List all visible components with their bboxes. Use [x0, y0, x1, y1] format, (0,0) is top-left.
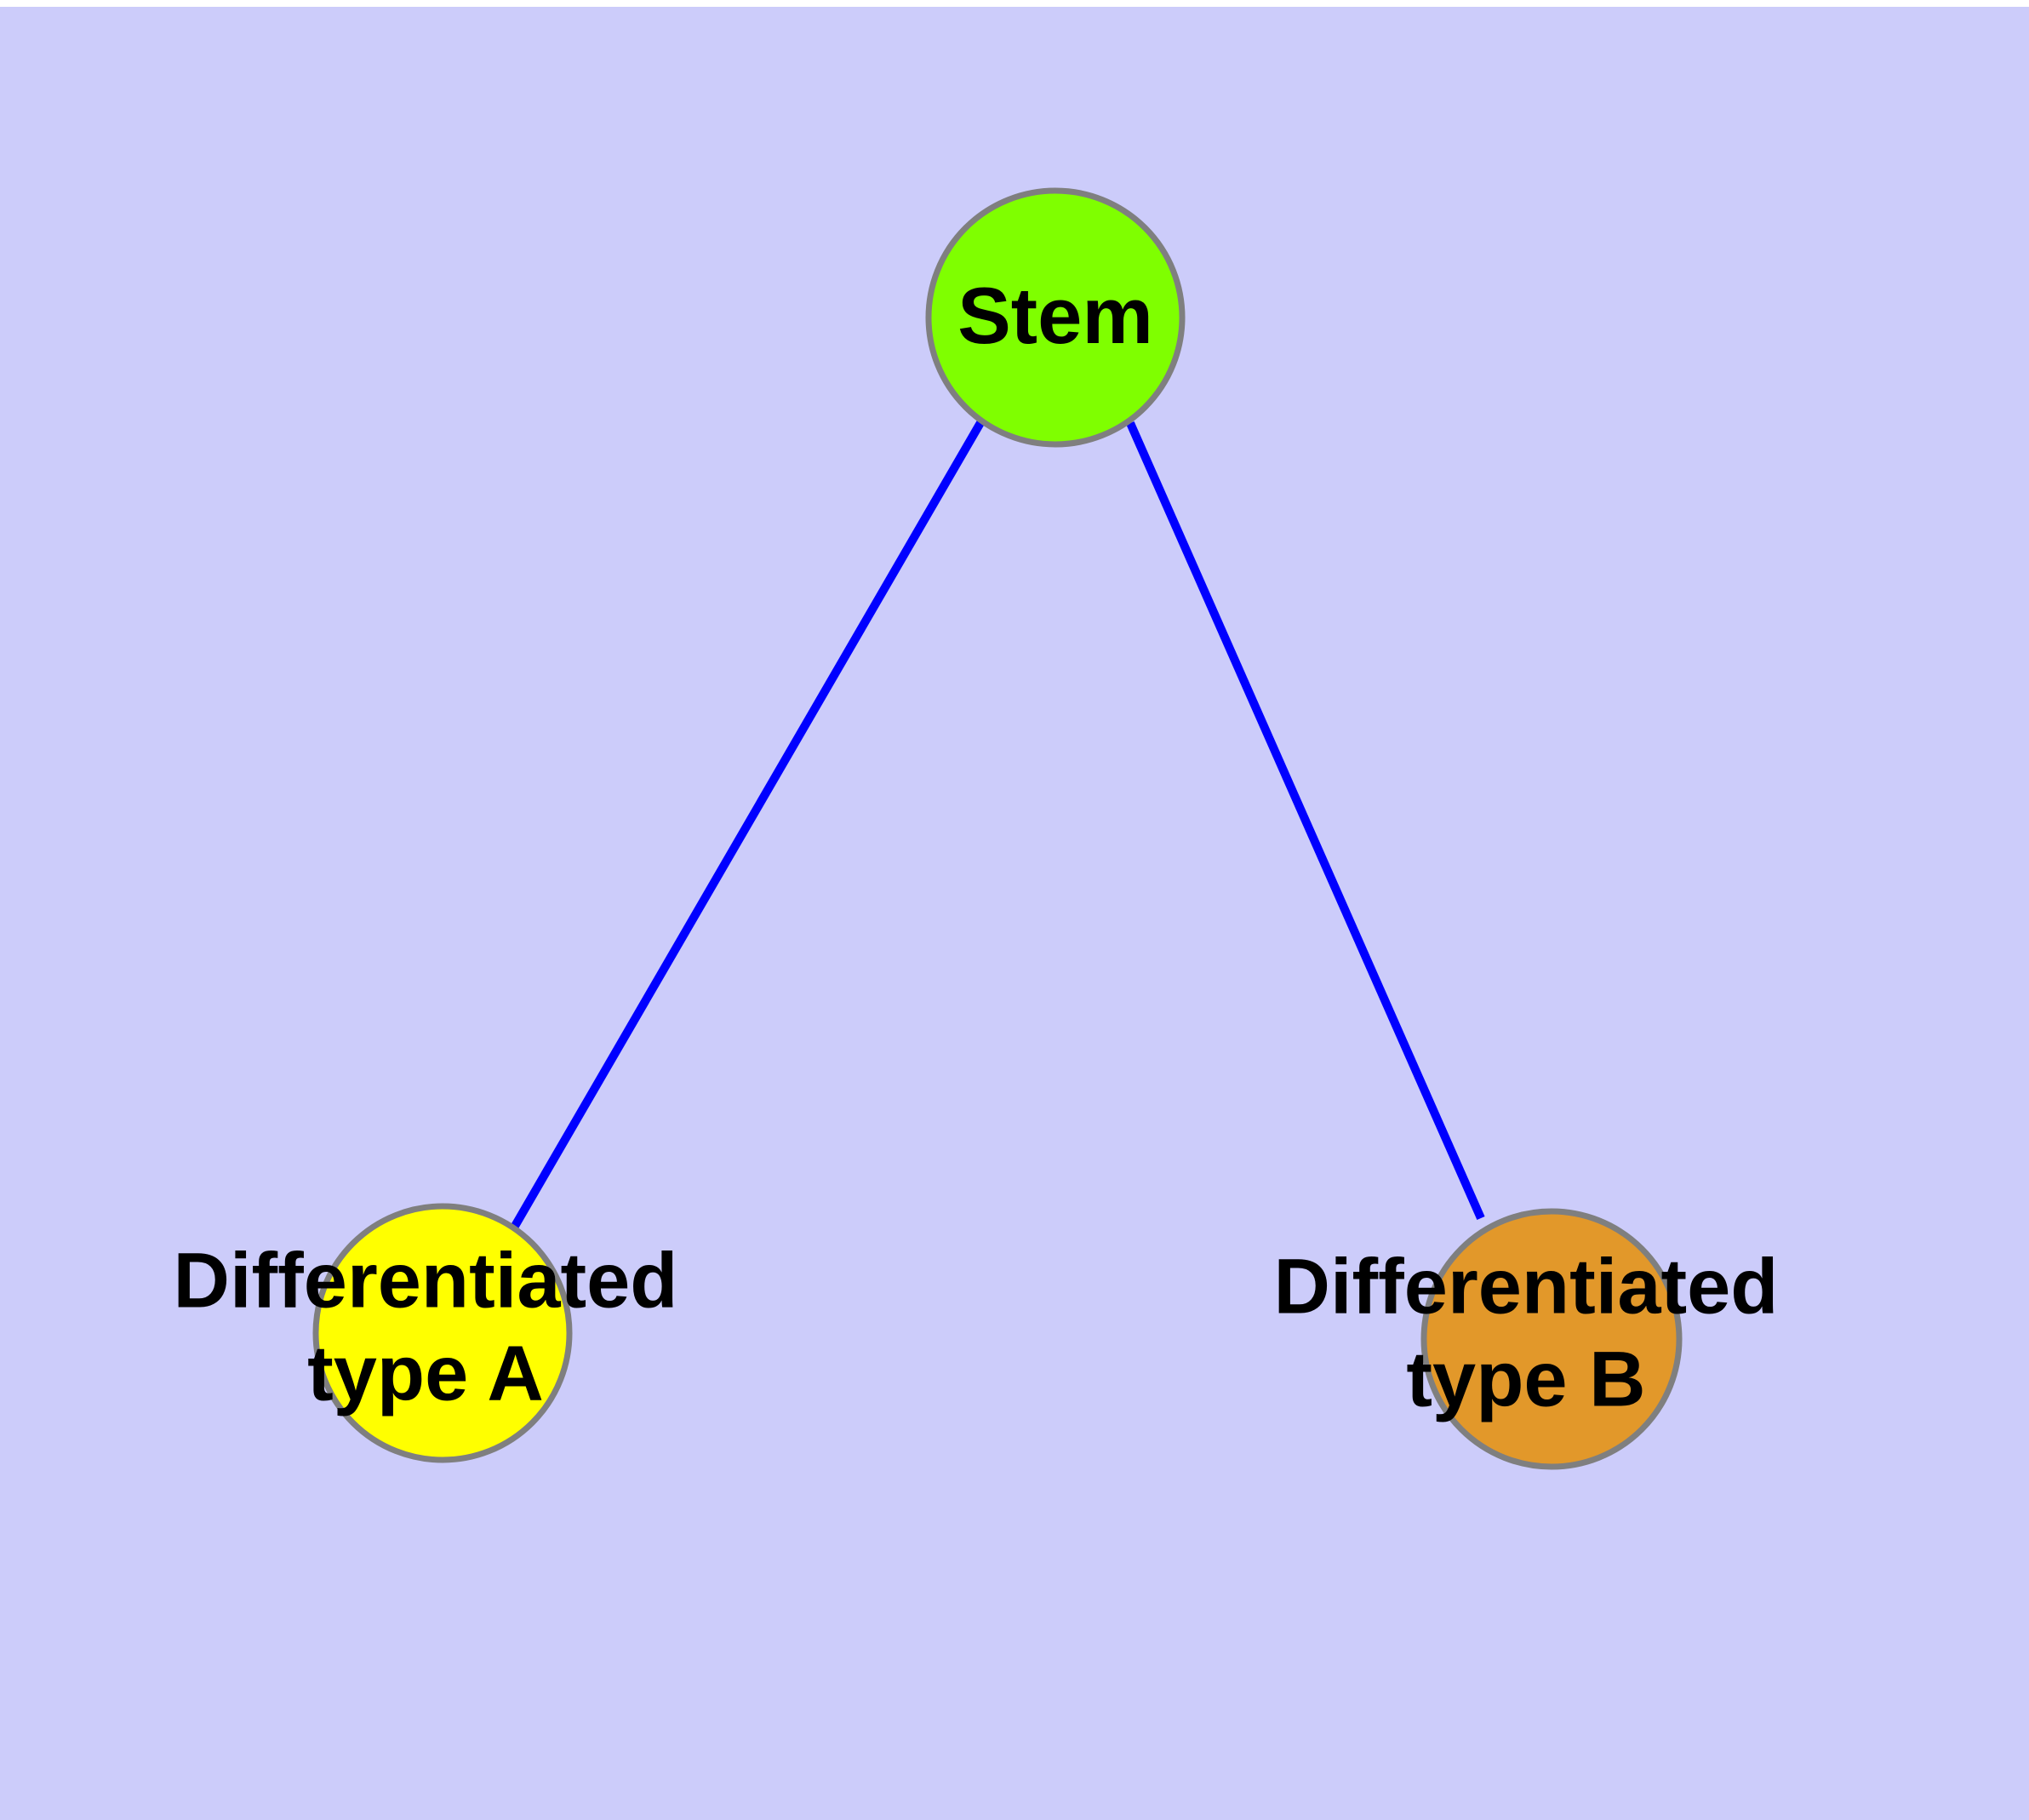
node-label-line: Differentiated — [174, 1238, 678, 1325]
graph-node-stem[interactable] — [925, 187, 1186, 448]
node-label-line: type A — [307, 1331, 544, 1417]
node-label-stem: Stem — [957, 271, 1153, 360]
node-label-line: type B — [1406, 1336, 1645, 1423]
graph-edge-stem-to-diff-a[interactable] — [510, 419, 986, 1230]
edges-layer — [510, 419, 1485, 1230]
node-label-line: Differentiated — [1274, 1244, 1779, 1331]
graph-edge-stem-to-diff-b[interactable] — [1126, 421, 1485, 1221]
graph-node-diff-a[interactable] — [312, 1203, 573, 1463]
nodes-layer — [312, 187, 1683, 1470]
graph-node-diff-b[interactable] — [1420, 1208, 1683, 1470]
node-label-line: Stem — [957, 271, 1153, 360]
